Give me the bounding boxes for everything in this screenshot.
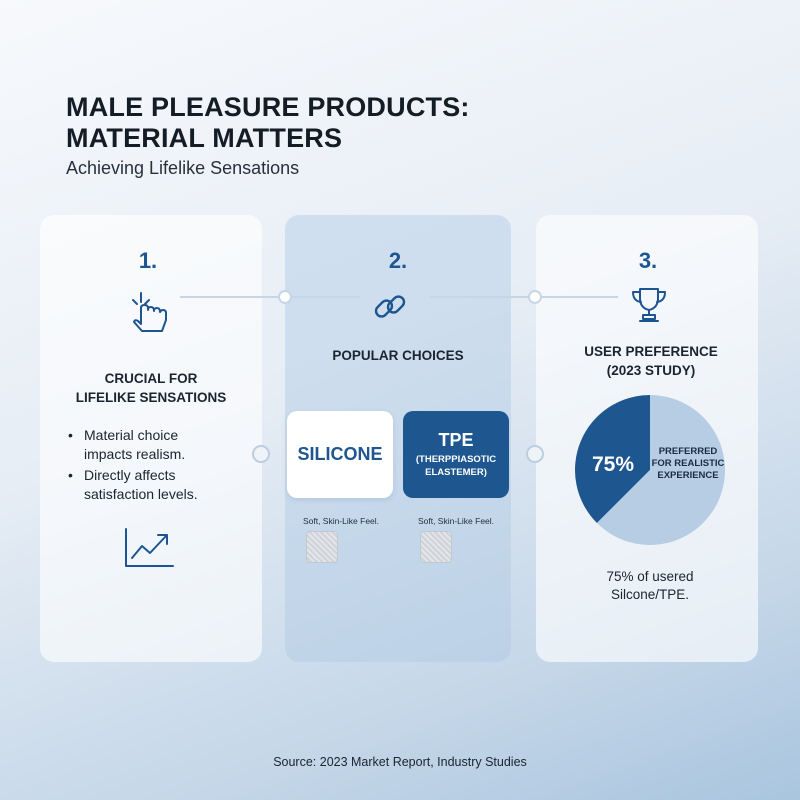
caption-line-2: Silcone/TPE. [610, 587, 690, 602]
step-3-heading: USER PREFERENCE (2023 STUDY) [556, 342, 746, 380]
trend-up-chart-icon [125, 528, 174, 567]
pie-slice-label-line-1: PREFERRED [658, 446, 718, 457]
connector-line-2 [292, 296, 360, 298]
pie-percent-label: 75% [591, 453, 635, 476]
connector-line-1 [180, 296, 280, 298]
tpe-full-name: (THERPPIASOTIC ELASTEMER) [416, 453, 496, 479]
tpe-label: TPE [438, 430, 474, 450]
trophy-icon [632, 288, 666, 322]
tpe-sub-line-1: (THERPPIASOTIC [415, 454, 497, 465]
bullet-1-line-2: impacts realism. [84, 446, 186, 462]
step-1-heading-line-1: CRUCIAL FOR [104, 371, 198, 386]
preference-caption: 75% of usered Silcone/TPE. [560, 568, 740, 604]
step-3-heading-line-2: (2023 STUDY) [606, 363, 696, 378]
tpe-feel-text: Soft, Skin-Like Feel. [417, 516, 495, 526]
tpe-card: TPE (THERPPIASOTIC ELASTEMER) [403, 411, 509, 498]
tpe-texture-swatch [420, 531, 452, 563]
title-line-2: MATERIAL MATTERS [66, 123, 343, 153]
tpe-sub-line-2: ELASTEMER) [425, 467, 487, 478]
step-1-heading: CRUCIAL FOR LIFELIKE SENSATIONS [60, 369, 242, 407]
side-node-1 [252, 445, 270, 463]
caption-line-1: 75% of usered [606, 569, 694, 584]
bullet-2-line-1: Directly affects [84, 467, 176, 483]
pie-slice-2 [596, 395, 725, 545]
preference-pie-chart [575, 395, 725, 545]
side-node-2 [526, 445, 544, 463]
page-subtitle: Achieving Lifelike Sensations [66, 158, 300, 178]
step-1-bullet-list: Material choice impacts realism. Directl… [66, 426, 241, 506]
step-number-3: 3. [638, 248, 658, 273]
chain-link-icon [374, 295, 406, 318]
hand-tap-icon [132, 292, 167, 332]
connector-node-1 [278, 290, 292, 304]
step-1-heading-line-2: LIFELIKE SENSATIONS [75, 390, 227, 405]
step-3-heading-line-1: USER PREFERENCE [584, 344, 718, 359]
list-item: Directly affects satisfaction levels. [66, 466, 241, 504]
title-line-1: MALE PLEASURE PRODUCTS: [66, 92, 470, 122]
bullet-1-line-1: Material choice [84, 427, 179, 443]
connector-line-3 [430, 296, 528, 298]
silicone-label: SILICONE [297, 444, 383, 464]
pie-slice-1 [575, 395, 650, 524]
list-item: Material choice impacts realism. [66, 426, 241, 464]
source-note: Source: 2023 Market Report, Industry Stu… [273, 755, 527, 769]
bullet-2-line-2: satisfaction levels. [84, 486, 198, 502]
silicone-feel-text: Soft, Skin-Like Feel. [302, 516, 380, 526]
silicone-texture-swatch [306, 531, 338, 563]
pie-slice-label-line-3: EXPERIENCE [657, 470, 719, 481]
connector-node-2 [528, 290, 542, 304]
pie-slice-label: PREFERRED FOR REALISTIC EXPERIENCE [648, 446, 728, 482]
step-number-2: 2. [388, 248, 408, 273]
pie-slice-label-line-2: FOR REALISTIC [651, 458, 725, 469]
connector-line-4 [542, 296, 618, 298]
step-number-1: 1. [138, 248, 158, 273]
step-2-heading: POPULAR CHOICES [332, 348, 464, 363]
silicone-card: SILICONE [287, 411, 393, 498]
page-title: MALE PLEASURE PRODUCTS: MATERIAL MATTERS [66, 92, 566, 154]
